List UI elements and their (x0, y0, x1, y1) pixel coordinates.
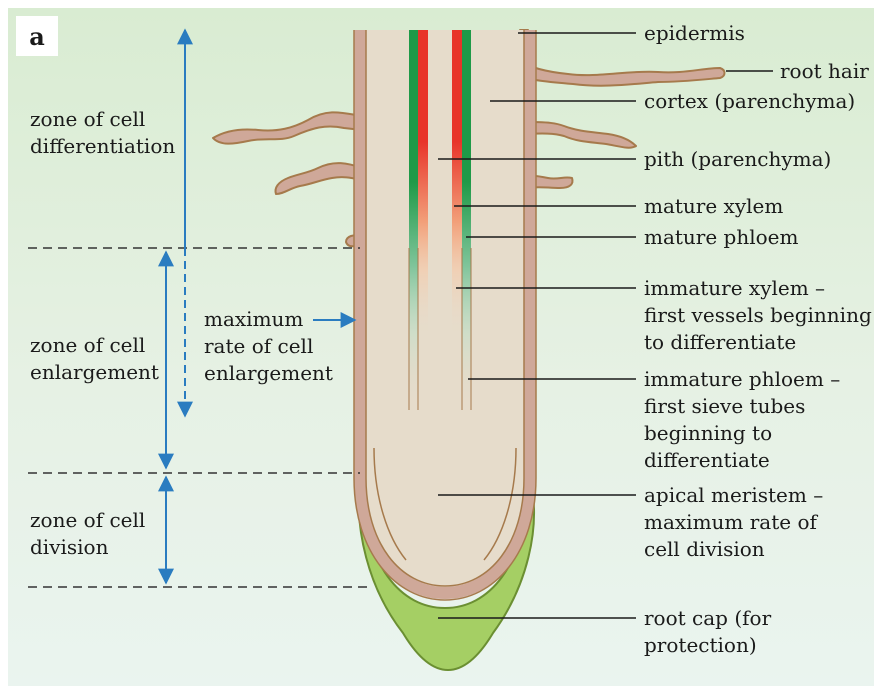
label-mature-phloem: mature phloem (644, 224, 798, 251)
label-cortex: cortex (parenchyma) (644, 88, 855, 115)
label-root-cap: root cap (for protection) (644, 605, 771, 659)
phloem-right (462, 30, 471, 410)
root-hair-left-lower (276, 163, 363, 194)
label-apical-meristem: apical meristem – maximum rate of cell d… (644, 482, 823, 563)
zone-enlargement-label: zone of cell enlargement (30, 332, 159, 386)
zone-differentiation-label: zone of cell differentiation (30, 106, 175, 160)
xylem-left (418, 30, 428, 340)
root-body (360, 30, 530, 593)
phloem-left (409, 30, 418, 410)
label-root-hair: root hair (780, 58, 869, 85)
label-epidermis: epidermis (644, 20, 745, 47)
xylem-right (452, 30, 462, 340)
label-immature-xylem: immature xylem – first vessels beginning… (644, 275, 872, 356)
root-tip-diagram: a zone of cell differentiation zone of c… (8, 8, 874, 686)
label-immature-phloem: immature phloem – first sieve tubes begi… (644, 366, 840, 474)
max-enlargement-label: maximum rate of cell enlargement (204, 306, 333, 387)
root-hair-right-long (518, 60, 725, 86)
label-mature-xylem: mature xylem (644, 193, 783, 220)
root-hair-left-upper (213, 112, 362, 143)
panel-label: a (16, 16, 58, 56)
zone-division-label: zone of cell division (30, 507, 145, 561)
label-pith: pith (parenchyma) (644, 146, 831, 173)
